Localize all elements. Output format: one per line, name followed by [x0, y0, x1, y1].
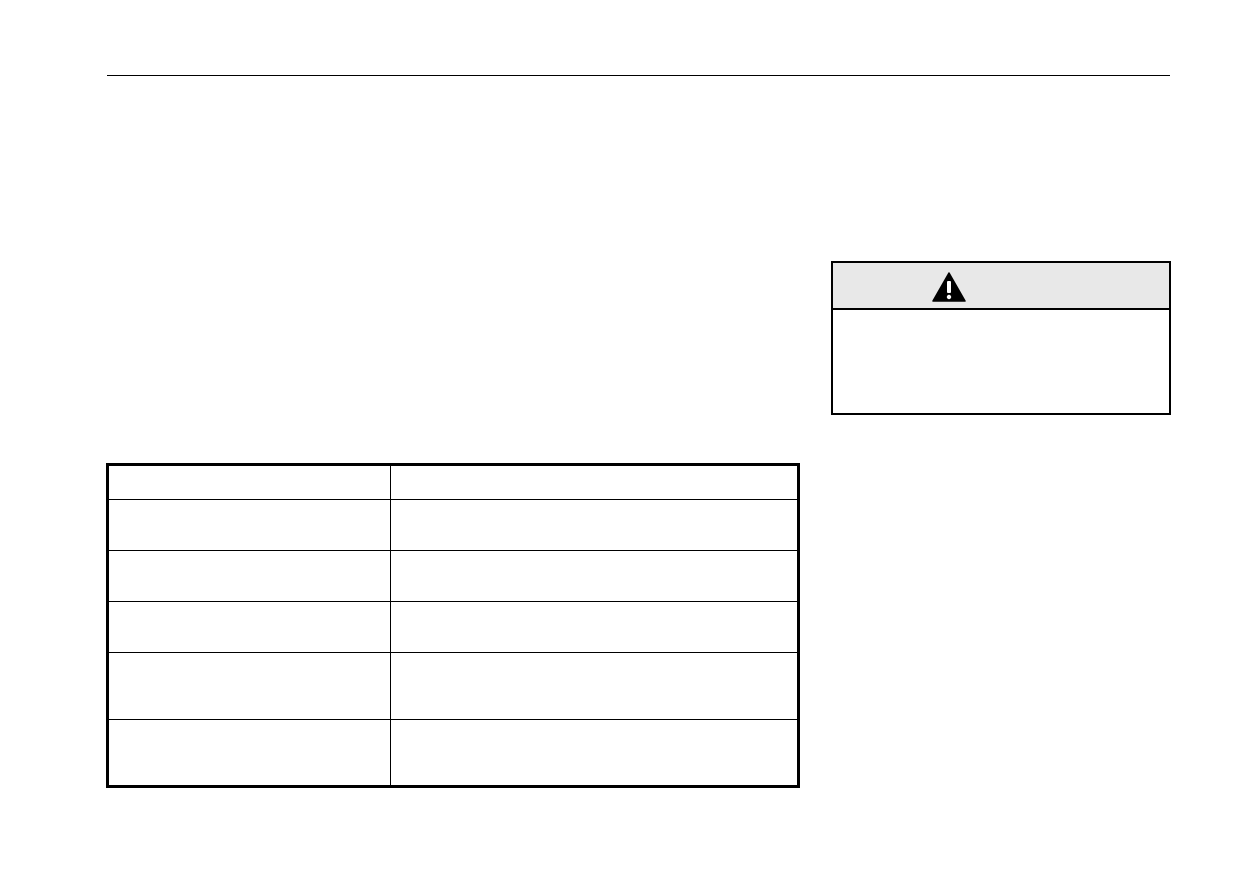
warning-body [833, 310, 1169, 413]
table-cell [390, 601, 799, 653]
warning-triangle-icon [932, 272, 966, 302]
table-row [106, 601, 799, 653]
table-row [106, 550, 799, 602]
table-header-row [106, 464, 799, 500]
table-cell [106, 499, 392, 551]
warning-header [833, 263, 1169, 310]
table-cell [390, 550, 799, 602]
warning-box [831, 261, 1171, 415]
spec-table [106, 463, 800, 788]
table-cell [390, 652, 799, 720]
table-cell [106, 601, 392, 653]
table-row [106, 719, 799, 787]
table-cell [106, 652, 392, 720]
table-cell [106, 719, 392, 787]
table-cell [390, 719, 799, 787]
table-cell [390, 499, 799, 551]
header-rule [107, 75, 1170, 76]
table-row [106, 652, 799, 720]
table-row [106, 499, 799, 551]
table-cell [106, 464, 392, 500]
table-cell [390, 464, 799, 500]
table-cell [106, 550, 392, 602]
